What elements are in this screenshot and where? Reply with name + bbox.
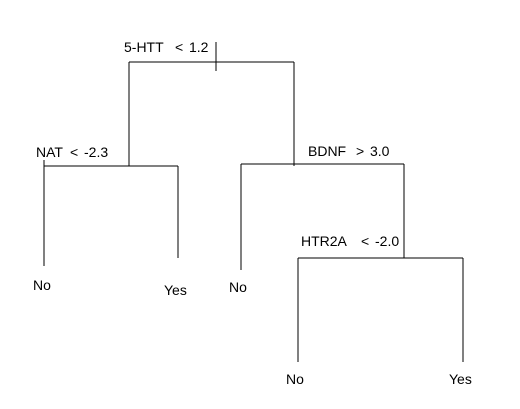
leaf-nat-right: Yes	[164, 282, 187, 298]
root-split-label: 5-HTT <1.2	[124, 39, 209, 55]
bdnf-split-threshold: 3.0	[370, 143, 390, 159]
nat-split-operator: <	[70, 144, 78, 160]
nat-split-label: NAT < -2.3	[36, 144, 108, 160]
nat-split-threshold: -2.3	[84, 144, 108, 160]
leaf-bdnf-left: No	[229, 279, 247, 295]
htr2a-split-variable: HTR2A	[301, 233, 348, 249]
htr2a-split-label: HTR2A < -2.0	[301, 233, 399, 249]
bdnf-split-label: BDNF >3.0	[308, 143, 390, 159]
bdnf-split-operator: >	[356, 143, 364, 159]
leaf-htr2a-right: Yes	[449, 371, 472, 387]
root-split-threshold: 1.2	[189, 39, 209, 55]
htr2a-split-threshold: -2.0	[375, 233, 399, 249]
leaf-htr2a-left: No	[286, 371, 304, 387]
bdnf-split-variable: BDNF	[308, 143, 346, 159]
htr2a-split-operator: <	[361, 233, 369, 249]
nat-split-variable: NAT	[36, 144, 63, 160]
leaf-nat-left: No	[33, 277, 51, 293]
root-split-variable: 5-HTT	[124, 39, 164, 55]
root-split-operator: <	[175, 39, 183, 55]
